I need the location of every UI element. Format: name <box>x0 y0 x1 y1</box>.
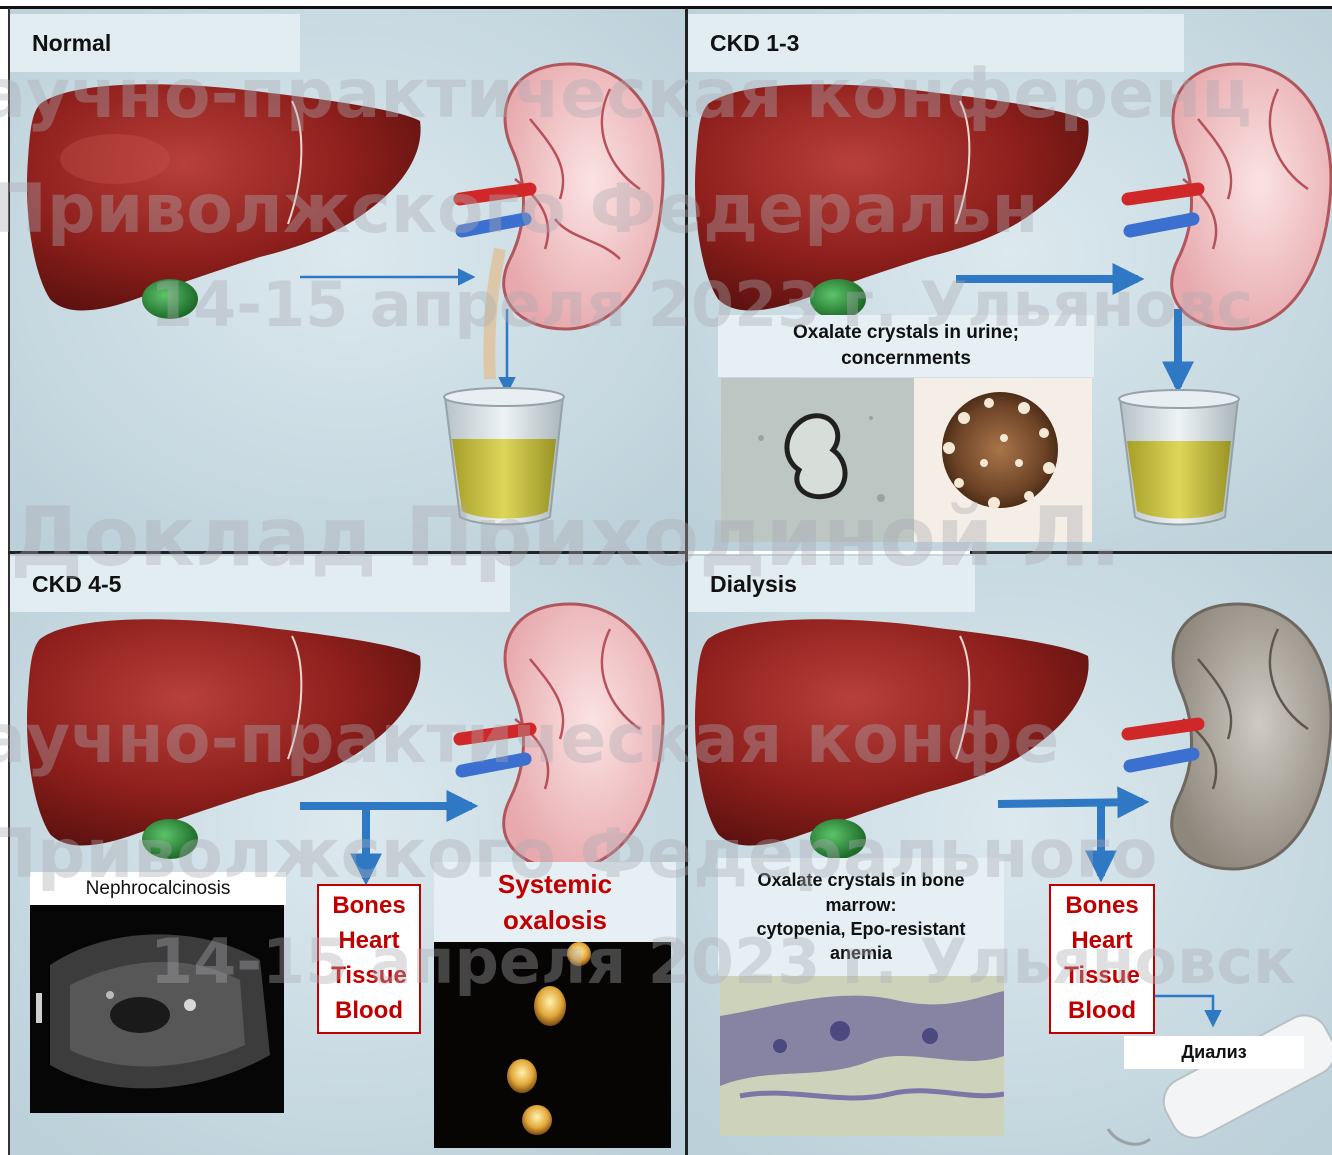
normal-illustration <box>10 9 685 551</box>
kidney-stone-photo <box>914 378 1092 542</box>
panel-ckd-1-3: CKD 1-3 Oxalate crystals in urine; conce… <box>688 9 1332 551</box>
panel-title: Dialysis <box>688 556 975 612</box>
horizontal-divider-left <box>8 551 685 554</box>
bone-marrow-label: Oxalate crystals in bone marrow: cytopen… <box>718 858 1004 976</box>
crystal-micrograph <box>721 378 914 542</box>
urine-cup-icon <box>444 388 564 525</box>
ultrasound-image <box>30 905 284 1113</box>
panel-title: CKD 4-5 <box>10 556 510 612</box>
panel-normal: Normal <box>10 9 685 551</box>
panel-dialysis: Dialysis Oxalate crystals in bone marrow… <box>688 554 1332 1155</box>
flow-arrow <box>998 802 1143 804</box>
frame-left-border <box>8 8 10 1155</box>
panel-title: CKD 1-3 <box>688 14 1184 72</box>
affected-organs-box: Bones Heart Tissue Blood <box>1049 884 1155 1034</box>
panel-ckd-4-5: CKD 4-5 Nephrocalcinosis Bones Heart Tis… <box>10 554 685 1155</box>
bone-marrow-micrograph <box>720 976 1004 1136</box>
dialyzer-label: Диализ <box>1124 1036 1304 1069</box>
horizontal-divider-right <box>970 551 1332 554</box>
nephrocalcinosis-label: Nephrocalcinosis <box>30 872 286 905</box>
oxalate-crystal-micrograph <box>434 942 671 1148</box>
urine-cup-icon <box>1119 390 1239 525</box>
affected-organs-box: Bones Heart Tissue Blood <box>317 884 421 1034</box>
gallbladder-icon <box>142 279 198 319</box>
frame-top-border <box>0 6 1332 9</box>
gallbladder-icon <box>142 819 198 859</box>
gallbladder-icon <box>810 819 866 859</box>
gallbladder-icon <box>810 279 866 319</box>
oxalate-urine-label: Oxalate crystals in urine; concernments <box>718 315 1094 377</box>
panel-title: Normal <box>10 14 300 72</box>
vertical-divider <box>685 8 688 1155</box>
systemic-oxalosis-label: Systemic oxalosis <box>434 862 676 942</box>
